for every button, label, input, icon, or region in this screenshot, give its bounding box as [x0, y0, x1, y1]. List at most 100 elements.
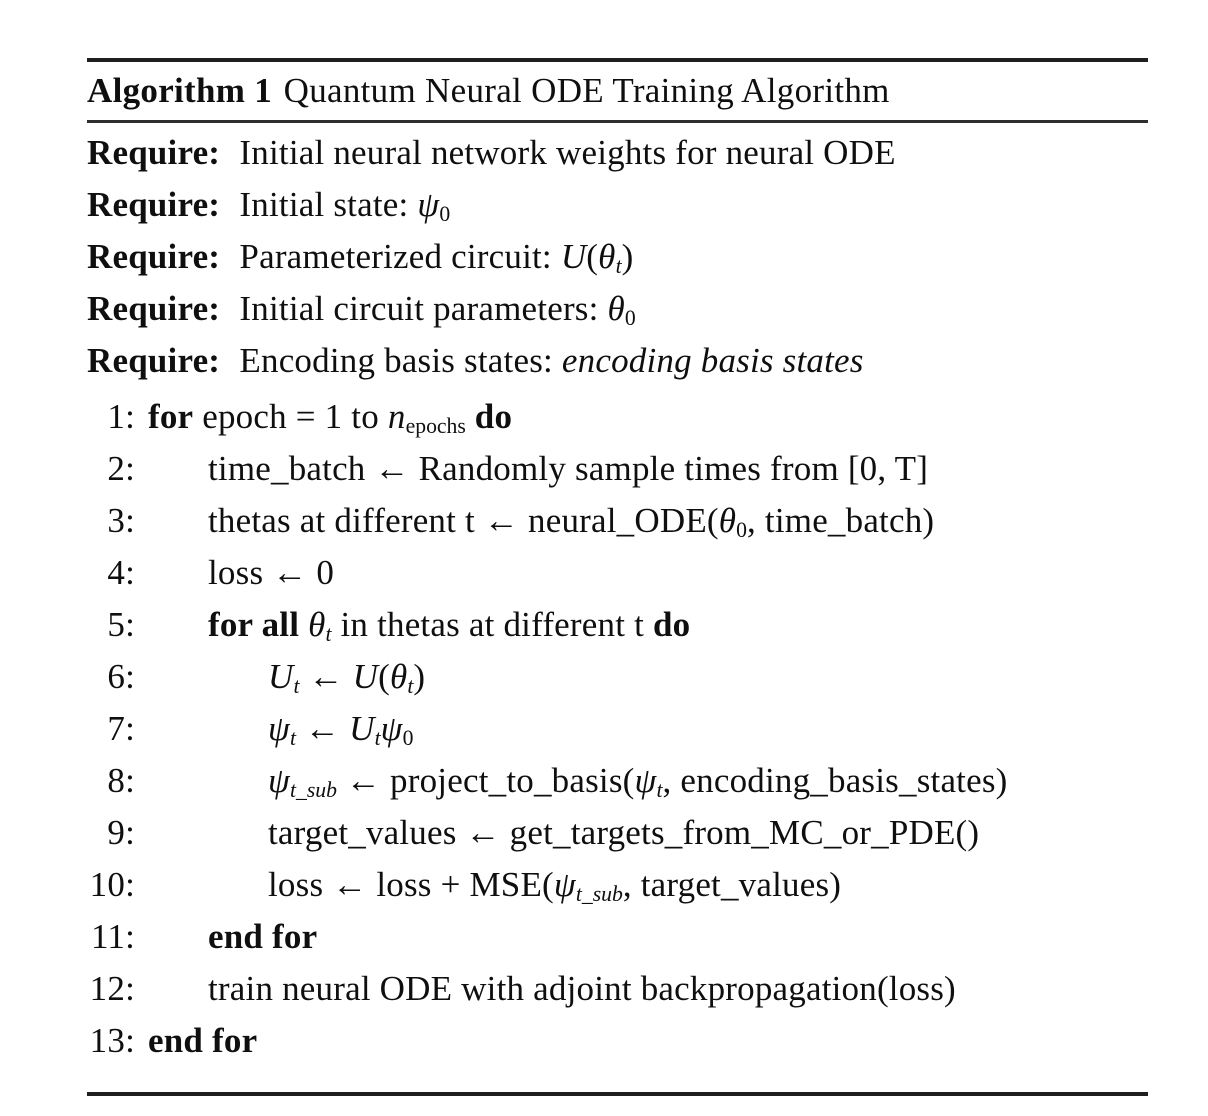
require-lines: Require: Initial neural network weights f…	[87, 123, 1148, 387]
text-segment: U	[352, 657, 379, 696]
text-segment	[466, 397, 475, 436]
require-keyword: Require:	[87, 133, 221, 172]
require-line: Require:Initial circuit parameters: θ0	[87, 283, 1148, 335]
text-segment: U	[560, 237, 587, 276]
text-segment: θ	[607, 289, 625, 328]
text-segment: )	[621, 237, 634, 276]
step-number: 12:	[89, 969, 135, 1008]
text-segment: t	[407, 673, 414, 698]
step-content: end for	[148, 1021, 257, 1061]
text-segment: t_sub	[289, 777, 337, 802]
text-segment: 0	[402, 725, 414, 750]
step-content: end for	[208, 917, 317, 957]
text-segment: end for	[208, 917, 318, 956]
step-number: 3:	[107, 501, 135, 540]
text-segment: time_batch ← Randomly sample times from …	[208, 449, 929, 488]
text-segment: , target_values)	[622, 865, 842, 904]
algorithm-step: 12: train neural ODE with adjoint backpro…	[87, 963, 1148, 1015]
bottom-rule	[87, 1092, 1148, 1096]
step-number: 10:	[89, 865, 135, 904]
algorithm-step: 4: loss ← 0	[87, 547, 1148, 599]
step-content: loss ← loss + MSE(ψt_sub, target_values)	[268, 865, 841, 905]
require-content: Initial circuit parameters: θ0	[239, 289, 635, 329]
text-segment: in thetas at different t	[331, 605, 653, 644]
step-content: for epoch = 1 to nepochs do	[148, 397, 512, 437]
text-segment: t	[325, 621, 332, 646]
step-number: 2:	[107, 449, 135, 488]
step-content: thetas at different t ← neural_ODE(θ0, t…	[208, 501, 934, 541]
text-segment: θ	[389, 657, 408, 696]
step-content: for all θt in thetas at different t do	[208, 605, 690, 645]
text-segment: 0	[736, 517, 748, 542]
text-segment: θ	[718, 501, 737, 540]
step-number: 13:	[89, 1021, 135, 1060]
step-number: 8:	[107, 761, 135, 800]
require-content: Encoding basis states: encoding basis st…	[239, 341, 863, 381]
algorithm-step: 8:ψt_sub ← project_to_basis(ψt, encoding…	[87, 755, 1148, 807]
text-segment: ψ	[417, 185, 440, 224]
top-rule	[87, 58, 1148, 62]
require-line: Require: Initial neural network weights f…	[87, 127, 1148, 179]
text-segment: ψ	[268, 709, 290, 748]
algorithm-title: Algorithm 1 Quantum Neural ODE Training …	[87, 62, 1148, 120]
text-segment: , time_batch)	[747, 501, 935, 540]
algorithm-step: 2: time_batch ← Randomly sample times fro…	[87, 443, 1148, 495]
algorithm-title-label: Algorithm 1	[87, 71, 273, 110]
step-number: 6:	[107, 657, 135, 696]
require-line: Require: Initial state: ψ0	[87, 179, 1148, 231]
algorithm-step: 6: Ut ← U(θt)	[87, 651, 1148, 703]
text-segment: Initial neural network weights for neura…	[239, 133, 896, 172]
text-segment: θ	[598, 237, 616, 276]
text-segment: Encoding basis states:	[239, 341, 562, 380]
text-segment: Initial circuit parameters:	[239, 289, 608, 328]
algorithm-step: 5:for all θt in thetas at different t do	[87, 599, 1148, 651]
text-segment: n	[387, 397, 406, 436]
text-segment: Initial state:	[239, 185, 418, 224]
step-content: Ut ← U(θt)	[268, 657, 425, 697]
text-segment: ψ	[634, 761, 657, 800]
text-segment: loss ← loss + MSE(	[268, 865, 554, 904]
text-segment: (	[378, 657, 390, 696]
text-segment: ←	[299, 657, 353, 696]
text-segment: t	[656, 777, 663, 802]
require-content: Parameterized circuit: U(θt)	[239, 237, 633, 277]
algorithm-title-text: Quantum Neural ODE Training Algorithm	[283, 71, 890, 110]
require-keyword: Require:	[87, 341, 221, 380]
text-segment: t	[374, 725, 381, 750]
text-segment: 0	[439, 201, 451, 226]
text-segment: epoch = 1 to	[193, 397, 388, 436]
text-segment: t	[289, 725, 296, 750]
text-segment: t_sub	[575, 881, 623, 906]
algorithm-step: 9:target_values ← get_targets_from_MC_or…	[87, 807, 1148, 859]
step-content: time_batch ← Randomly sample times from …	[208, 449, 928, 489]
require-keyword: Require:	[87, 237, 221, 276]
text-segment: thetas at different t ← neural_ODE(	[208, 501, 719, 540]
text-segment: do	[474, 397, 513, 436]
require-keyword: Require:	[87, 185, 221, 224]
require-line: Require: Parameterized circuit: U(θt)	[87, 231, 1148, 283]
text-segment: θ	[308, 605, 326, 644]
step-content: ψt ← Utψ0	[268, 709, 413, 749]
text-segment: ψ	[553, 865, 576, 904]
text-segment: for	[148, 397, 194, 436]
step-content: loss ← 0	[208, 553, 334, 593]
text-segment	[299, 605, 308, 644]
text-segment: )	[413, 657, 426, 696]
step-content: target_values ← get_targets_from_MC_or_P…	[268, 813, 979, 853]
step-number: 7:	[107, 709, 135, 748]
text-segment: ψ	[380, 709, 403, 748]
algorithm-step: 3: thetas at different t ← neural_ODE(θ0,…	[87, 495, 1148, 547]
text-segment: encoding basis states	[561, 341, 864, 380]
algorithm-step: 10: loss ← loss + MSE(ψt_sub, target_valu…	[87, 859, 1148, 911]
text-segment: t	[615, 253, 622, 278]
step-number: 4:	[107, 553, 135, 592]
text-segment: (	[586, 237, 599, 276]
text-segment: do	[652, 605, 691, 644]
step-number: 11:	[90, 917, 135, 956]
text-segment: train neural ODE with adjoint backpropag…	[208, 969, 956, 1008]
text-segment: Parameterized circuit:	[239, 237, 561, 276]
require-content: Initial state: ψ0	[239, 185, 450, 225]
step-content: train neural ODE with adjoint backpropag…	[208, 969, 956, 1009]
text-segment: U	[268, 657, 294, 696]
